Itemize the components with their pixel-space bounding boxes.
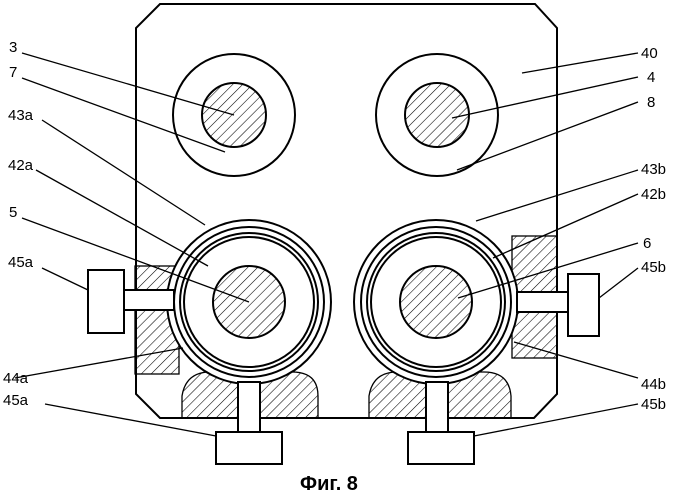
label-6: 6 — [643, 235, 651, 252]
label-42b: 42b — [641, 186, 666, 203]
label-45a-top: 45a — [8, 254, 34, 271]
label-5: 5 — [9, 204, 17, 221]
label-43a: 43a — [8, 107, 34, 124]
upper-right-roller — [376, 54, 498, 176]
label-45b-top: 45b — [641, 259, 666, 276]
label-7: 7 — [9, 64, 17, 81]
label-45b-bottom: 45b — [641, 396, 666, 413]
lower-right-roller — [354, 220, 518, 384]
label-43b: 43b — [641, 161, 666, 178]
label-42a: 42a — [8, 157, 34, 174]
label-44b: 44b — [641, 376, 666, 393]
label-4: 4 — [647, 69, 655, 86]
label-3: 3 — [9, 39, 17, 56]
label-40: 40 — [641, 45, 658, 62]
label-45a-bottom: 45a — [3, 392, 29, 409]
figure-caption: Фиг. 8 — [300, 473, 358, 495]
label-44a: 44a — [3, 370, 29, 387]
label-8: 8 — [647, 94, 655, 111]
